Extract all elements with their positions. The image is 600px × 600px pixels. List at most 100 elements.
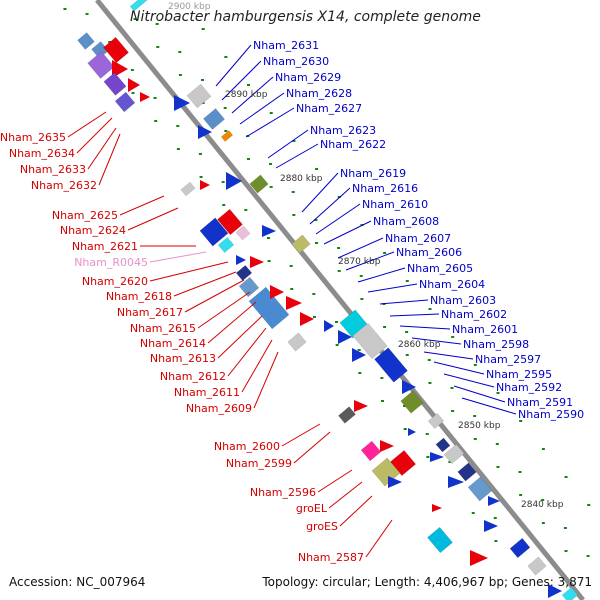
track-dot	[496, 466, 500, 468]
gene-label-forward[interactable]: Nham_2625	[52, 209, 118, 222]
label-leader-line	[433, 361, 485, 375]
track-dot	[335, 344, 339, 346]
gene-label-reverse[interactable]: Nham_2616	[352, 182, 418, 195]
track-dot	[541, 448, 545, 450]
gene-label-reverse[interactable]: Nham_2597	[475, 353, 541, 366]
gene-label-reverse[interactable]: Nham_2627	[296, 102, 362, 115]
gene-label-forward[interactable]: Nham_2612	[160, 370, 226, 383]
gene-label-reverse[interactable]: Nham_2608	[373, 215, 439, 228]
track-dot	[428, 308, 432, 310]
label-leader-line	[275, 143, 319, 169]
gene-block	[186, 83, 212, 109]
gene-label-forward[interactable]: Nham_2587	[298, 551, 364, 564]
gene-label-forward[interactable]: Nham_2632	[31, 179, 97, 192]
label-leader-line	[367, 283, 418, 293]
gene-block	[114, 91, 136, 113]
label-leader-line	[315, 203, 361, 235]
gene-block	[561, 586, 579, 600]
track-dot	[200, 79, 204, 81]
gene-block	[291, 234, 311, 254]
gene-label-forward[interactable]: Nham_2621	[72, 240, 138, 253]
track-dot	[198, 153, 202, 155]
track-dot	[541, 499, 545, 501]
gene-label-reverse[interactable]: Nham_2601	[452, 323, 518, 336]
track-dot	[292, 140, 296, 142]
track-dot	[267, 260, 271, 262]
gene-label-forward[interactable]: groES	[306, 520, 338, 533]
track-dot	[315, 168, 319, 170]
gene-label-reverse[interactable]: Nham_2603	[430, 294, 496, 307]
gene-label-reverse[interactable]: Nham_2631	[253, 39, 319, 52]
kbp-tick-label: 2880 kbp	[280, 174, 323, 184]
kbp-tick-label: 2850 kbp	[458, 421, 501, 431]
track-dot	[493, 517, 497, 519]
gene-label-forward[interactable]: Nham_2615	[130, 322, 196, 335]
gene-label-forward[interactable]: Nham_2618	[106, 290, 172, 303]
gene-label-reverse[interactable]: Nham_2610	[362, 198, 428, 211]
gene-label-forward[interactable]: Nham_2614	[140, 337, 206, 350]
track-dot	[223, 107, 227, 109]
gene-label-reverse[interactable]: Nham_2619	[340, 167, 406, 180]
gene-label-reverse[interactable]: Nham_2630	[263, 55, 329, 68]
label-leader-line	[149, 251, 207, 263]
gene-label-forward[interactable]: Nham_2613	[150, 352, 216, 365]
gene-label-reverse[interactable]: Nham_2622	[320, 138, 386, 151]
gene-label-forward[interactable]: Nham_2624	[60, 224, 126, 237]
track-dot	[473, 415, 477, 417]
track-dot	[176, 125, 180, 127]
gene-label-reverse[interactable]: Nham_2605	[407, 262, 473, 275]
gene-arrow	[388, 476, 402, 488]
gene-label-reverse[interactable]: Nham_2590	[518, 408, 584, 421]
track-dot	[450, 387, 454, 389]
track-dot	[199, 176, 203, 178]
gene-block	[235, 264, 253, 282]
track-dot	[290, 288, 294, 290]
gene-label-reverse[interactable]: Nham_2607	[385, 232, 451, 245]
gene-arrow	[226, 172, 242, 190]
gene-label-reverse[interactable]: Nham_2602	[441, 308, 507, 321]
track-dot	[403, 428, 407, 430]
gene-block	[220, 130, 234, 142]
gene-label-reverse[interactable]: Nham_2591	[507, 396, 573, 409]
gene-label-reverse[interactable]: Nham_2629	[275, 71, 341, 84]
gene-label-reverse[interactable]: Nham_2598	[463, 338, 529, 351]
track-dot	[587, 504, 591, 506]
gene-label-forward[interactable]: groEL	[296, 502, 328, 515]
gene-label-forward[interactable]: Nham_2634	[9, 147, 75, 160]
gene-label-forward[interactable]: Nham_2617	[117, 306, 183, 319]
gene-label-reverse[interactable]: Nham_2628	[286, 87, 352, 100]
topology-text: Topology: circular; Length: 4,406,967 bp…	[262, 575, 592, 589]
track-dot	[246, 158, 250, 160]
gene-label-forward[interactable]: Nham_2599	[226, 457, 292, 470]
kbp-tick-label: 2870 kbp	[338, 257, 381, 267]
track-dot	[451, 336, 455, 338]
track-dot	[289, 265, 293, 267]
track-dot	[178, 51, 182, 53]
gene-label-forward[interactable]: Nham_R0045	[74, 256, 148, 269]
gene-label-reverse[interactable]: Nham_2595	[486, 368, 552, 381]
track-dot	[383, 326, 387, 328]
accession-text: Accession: NC_007964	[9, 575, 146, 589]
gene-label-reverse[interactable]: Nham_2606	[396, 246, 462, 259]
track-dot	[358, 372, 362, 374]
gene-label-forward[interactable]: Nham_2600	[214, 440, 280, 453]
gene-label-reverse[interactable]: Nham_2623	[310, 124, 376, 137]
label-leader-line	[184, 279, 245, 313]
gene-label-reverse[interactable]: Nham_2604	[419, 278, 485, 291]
gene-label-forward[interactable]: Nham_2609	[186, 402, 252, 415]
gene-label-forward[interactable]: Nham_2596	[250, 486, 316, 499]
track-dot	[133, 18, 137, 20]
track-dot	[154, 120, 158, 122]
gene-arrow	[286, 296, 302, 310]
gene-label-reverse[interactable]: Nham_2592	[496, 381, 562, 394]
track-dot	[266, 237, 270, 239]
gene-label-forward[interactable]: Nham_2611	[174, 386, 240, 399]
gene-arrow	[140, 92, 150, 102]
gene-label-forward[interactable]: Nham_2633	[20, 163, 86, 176]
genome-title: Nitrobacter hamburgensis X14, complete g…	[130, 9, 481, 25]
label-leader-line	[67, 111, 107, 138]
gene-label-forward[interactable]: Nham_2635	[0, 131, 66, 144]
gene-label-forward[interactable]: Nham_2620	[82, 275, 148, 288]
track-dot	[131, 92, 135, 94]
